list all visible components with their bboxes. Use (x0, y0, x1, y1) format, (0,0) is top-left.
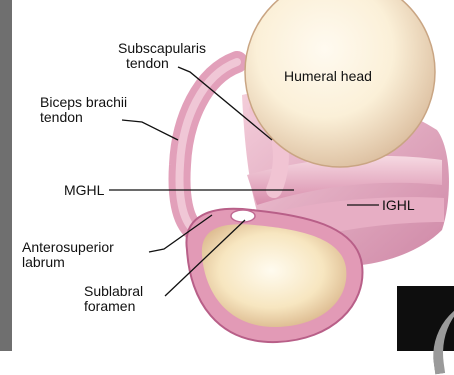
label-mghl: MGHL (64, 183, 104, 198)
label-biceps-brachii-tendon: Biceps brachii tendon (40, 95, 127, 125)
label-line: Anterosuperior (22, 240, 114, 255)
sublabral-foramen-gap (231, 210, 255, 222)
label-line: tendon (118, 56, 206, 71)
label-line: foramen (84, 299, 143, 314)
label-line: tendon (40, 110, 127, 125)
label-anterosuperior-labrum: Anterosuperior labrum (22, 240, 114, 270)
label-subscapularis-tendon: Subscapularis tendon (118, 41, 206, 71)
label-ighl: IGHL (382, 198, 415, 213)
label-sublabral-foramen: Sublabral foramen (84, 284, 143, 314)
label-humeral-head: Humeral head (284, 69, 372, 84)
illustration-panel: Subscapularis tendon Humeral head Biceps… (12, 0, 454, 351)
shoulder-anatomy-illustration (12, 0, 454, 351)
label-line: Subscapularis (118, 41, 206, 56)
label-line: Sublabral (84, 284, 143, 299)
label-line: Biceps brachii (40, 95, 127, 110)
label-line: labrum (22, 255, 114, 270)
